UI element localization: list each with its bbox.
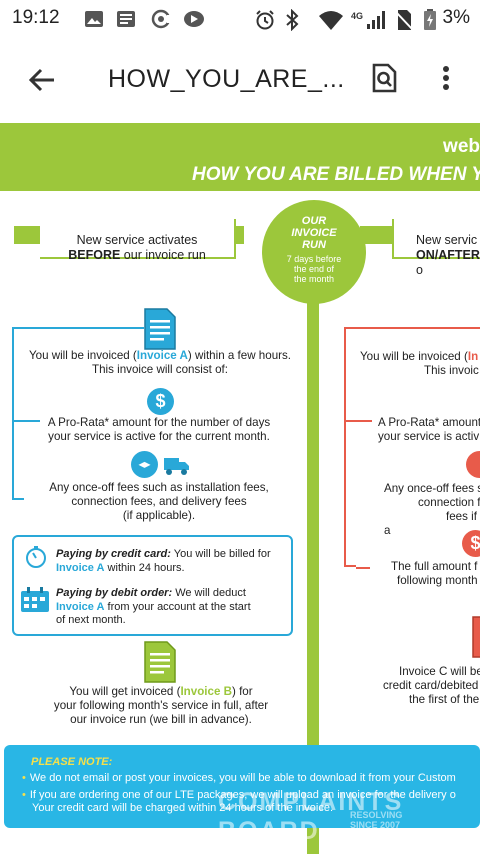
- credit-card-timer-icon: [24, 545, 48, 574]
- sync-icon: [151, 9, 173, 34]
- left-bracket-tick: [12, 420, 40, 422]
- left-invoice-b-text: You will get invoiced (Invoice B) for yo…: [53, 685, 269, 726]
- right-bracket-tick: [356, 327, 480, 329]
- battery-icon: [423, 9, 437, 36]
- left-invoiced-text: You will be invoiced (Invoice A) within …: [28, 349, 292, 376]
- status-time: 19:12: [12, 7, 60, 28]
- connection-icon: [466, 451, 480, 478]
- left-bracket: [12, 327, 24, 500]
- payment-methods-box: Paying by credit card: You will be bille…: [12, 535, 293, 636]
- network-type: 4G: [351, 11, 364, 21]
- please-note-box: PLEASE NOTE: •We do not email or post yo…: [4, 745, 480, 828]
- alarm-icon: [254, 9, 276, 36]
- invoice-c-document-icon: [472, 616, 480, 663]
- left-prorata-text: A Pro-Rata* amount for the number of day…: [47, 416, 271, 443]
- arrow-back-icon[interactable]: [26, 64, 58, 96]
- brand-logo: web: [443, 136, 480, 157]
- left-heading: New service activates BEFORE our invoice…: [40, 219, 236, 262]
- media-icon: [183, 9, 205, 34]
- note-line: Your credit card will be charged within …: [32, 802, 334, 814]
- calendar-icon: [20, 587, 50, 618]
- document-heading: HOW YOU ARE BILLED WHEN YO: [192, 164, 480, 185]
- right-bracket: [344, 327, 356, 567]
- right-bracket-tick: [344, 420, 372, 422]
- no-sim-icon: [395, 9, 413, 36]
- right-heading: New servic ON/AFTER o: [392, 219, 480, 277]
- left-heading-line1: New service activates: [76, 233, 198, 247]
- find-in-page-icon[interactable]: [368, 62, 400, 94]
- right-full-amount-text: The full amount f following month: [391, 560, 478, 587]
- left-fees-text: Any once-off fees such as installation f…: [49, 481, 269, 522]
- note-title: PLEASE NOTE:: [31, 756, 113, 768]
- right-invoiced-text: You will be invoiced (In This invoic: [360, 350, 479, 377]
- invoice-b-document-icon: [144, 641, 176, 688]
- right-fees-text: Any once-off fees s connection f fees if…: [384, 482, 480, 537]
- left-heading-line2: BEFORE our invoice run: [68, 248, 206, 262]
- battery-percent: 3%: [442, 7, 470, 28]
- right-heading-line1: New servic: [416, 233, 478, 247]
- image-icon: [84, 9, 104, 34]
- note-line: •If you are ordering one of our LTE pack…: [22, 789, 456, 801]
- status-bar: 19:12 4G 3%: [0, 0, 480, 38]
- right-bracket-tick: [356, 567, 370, 569]
- news-icon: [116, 9, 136, 34]
- connection-icon: ◂▸: [131, 451, 158, 478]
- pay-credit-card-text: Paying by credit card: You will be bille…: [56, 548, 271, 574]
- right-heading-line2: ON/AFTER o: [416, 248, 480, 277]
- more-vert-icon[interactable]: [436, 62, 456, 94]
- document-viewer[interactable]: web HOW YOU ARE BILLED WHEN YO New servi…: [0, 120, 480, 854]
- delivery-truck-icon: [164, 456, 190, 481]
- dollar-icon: $: [147, 388, 174, 415]
- invoice-document-icon: [144, 308, 176, 355]
- dollar-icon: $: [462, 530, 480, 557]
- note-line: •We do not email or post your invoices, …: [22, 772, 456, 784]
- left-bracket-tick: [24, 327, 144, 329]
- timeline-line: [307, 290, 319, 854]
- pay-debit-order-text: Paying by debit order: We will deduct In…: [56, 587, 251, 626]
- wifi-icon: [318, 9, 344, 36]
- document-title: HOW_YOU_ARE_...: [108, 65, 345, 93]
- document-header-band: [0, 123, 480, 191]
- app-bar: HOW_YOU_ARE_...: [0, 38, 480, 120]
- bluetooth-icon: [284, 8, 300, 36]
- signal-icon: [366, 9, 388, 36]
- right-invoice-c-text: Invoice C will be credit card/debited th…: [383, 665, 480, 706]
